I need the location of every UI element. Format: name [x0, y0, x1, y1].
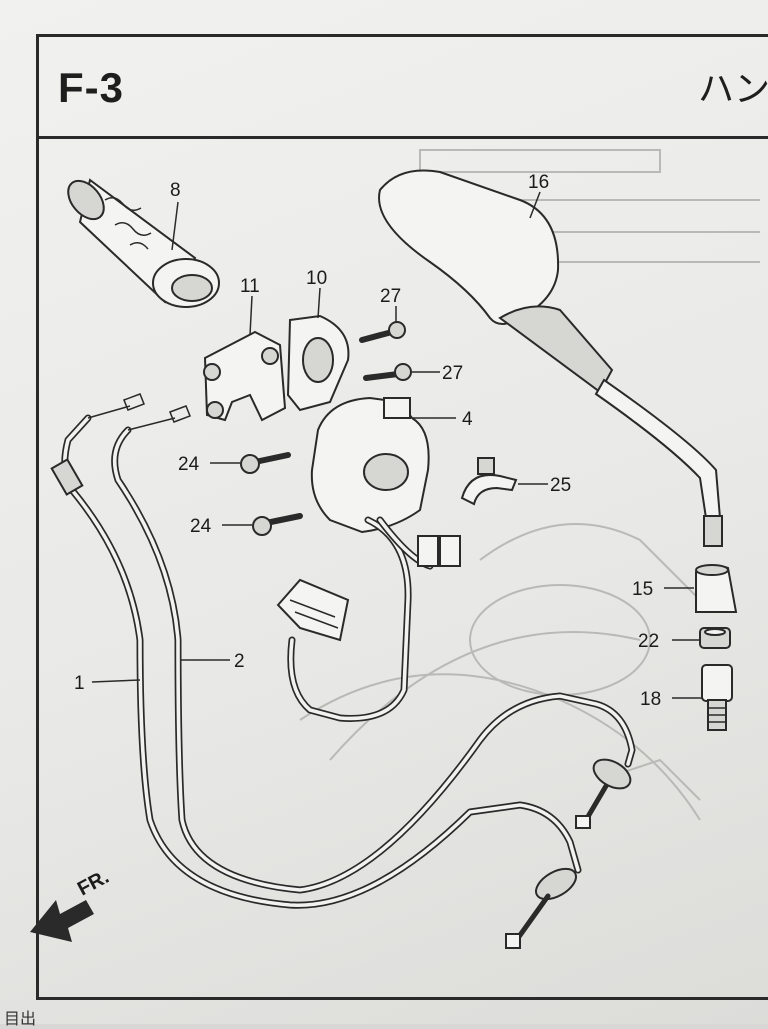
callout-11: 11: [240, 276, 260, 297]
bolt-24-lower: [252, 513, 303, 536]
callout-18: 18: [640, 689, 661, 710]
switch-holder-lower: [203, 330, 287, 422]
switch-holder-upper: [286, 314, 350, 412]
callout-22: 22: [638, 631, 659, 652]
callout-27-lower: 27: [442, 363, 463, 384]
harness-connector-2pin: [417, 535, 461, 567]
cable-end-fitting-upper: [575, 758, 632, 829]
throttle-grip: [67, 178, 220, 308]
bolt-24-upper: [240, 452, 291, 474]
callout-4: 4: [462, 409, 473, 430]
mirror-cap-15: [695, 564, 738, 613]
callout-10: 10: [306, 268, 327, 289]
callout-24-lower: 24: [190, 516, 212, 537]
callout-16: 16: [528, 172, 549, 193]
front-direction-label: FR.: [74, 866, 113, 901]
leader-lines: [91, 191, 702, 699]
screw-27-lower: [363, 363, 412, 381]
cable-end-fitting-lower: [505, 867, 577, 949]
callout-24-upper: 24: [178, 454, 200, 475]
handlebar-switch-assembly: [310, 396, 430, 534]
front-direction-arrow: [30, 900, 94, 942]
adapter-bolt-18: [701, 664, 733, 731]
harness-connector-6pin: [276, 578, 350, 642]
callout-8: 8: [170, 180, 181, 201]
callout-1: 1: [74, 673, 85, 694]
rear-view-mirror: [378, 169, 723, 547]
header-divider: [36, 136, 768, 139]
throttle-cable-2: [111, 405, 636, 894]
callout-2: 2: [234, 651, 245, 672]
section-title-jp: ハン: [698, 68, 768, 109]
page-code: F-3: [58, 64, 124, 111]
screw-27-upper: [359, 321, 406, 343]
throttle-cable-1: [50, 393, 582, 909]
cable-band: [460, 457, 518, 506]
callout-15: 15: [632, 579, 653, 600]
page-frame: [36, 34, 768, 1000]
nut-22: [699, 627, 731, 649]
callout-27-upper: 27: [380, 286, 401, 307]
callout-25: 25: [550, 475, 571, 496]
